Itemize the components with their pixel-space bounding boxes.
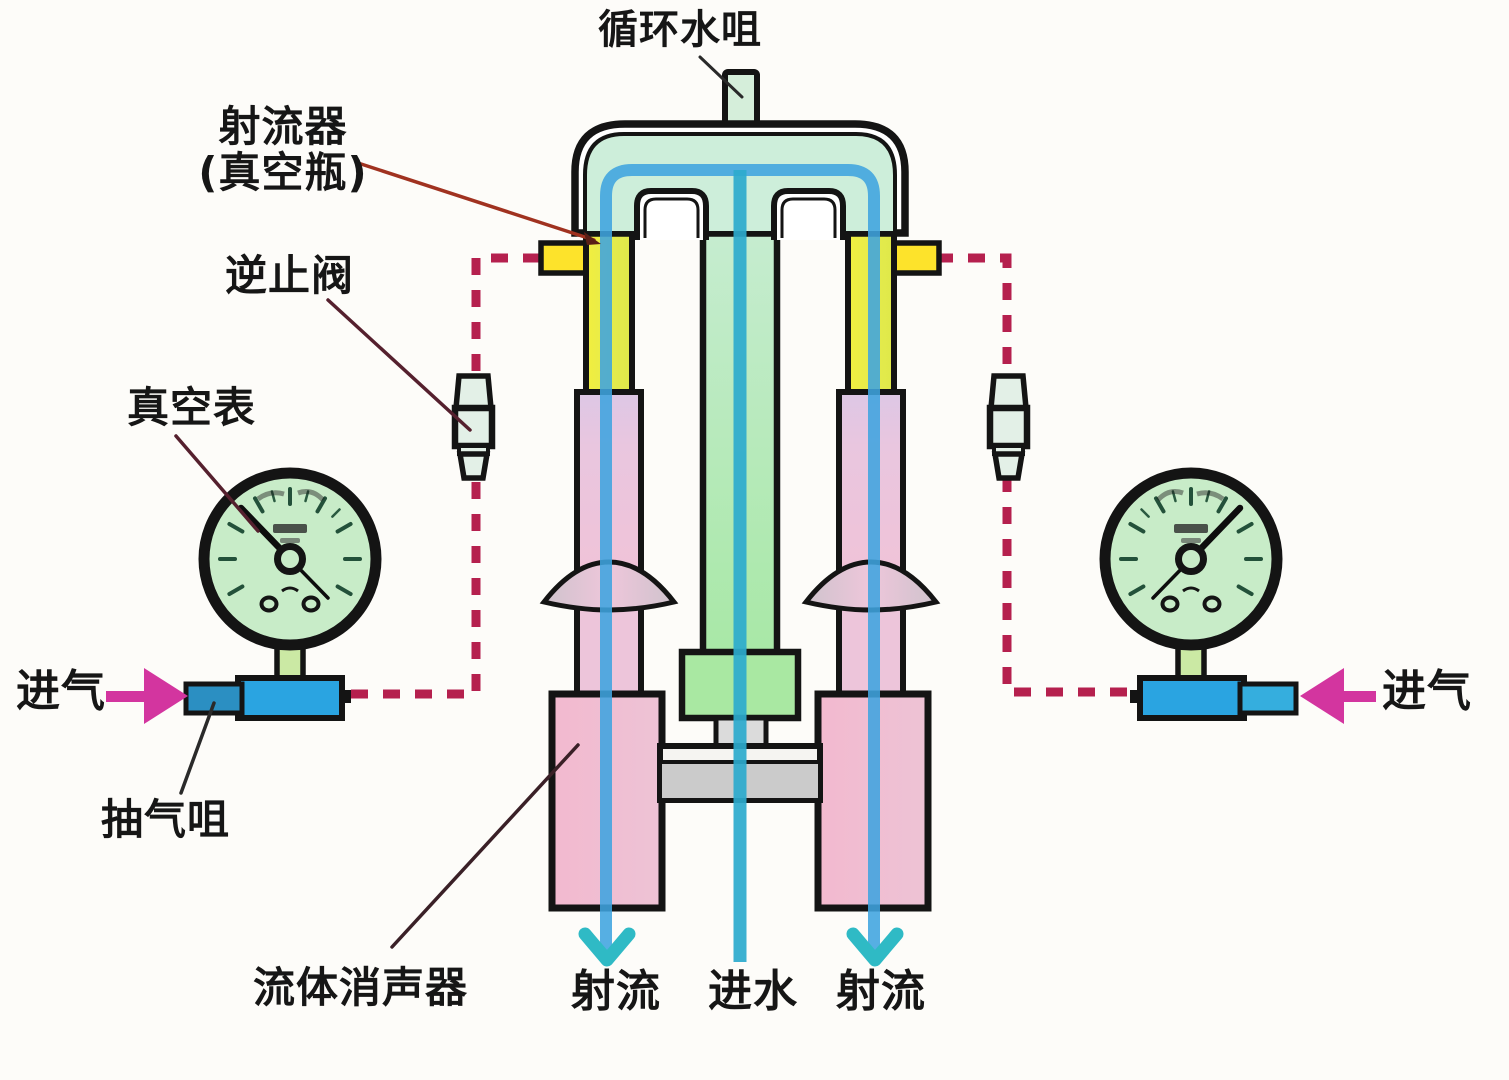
label-ejector-line2: (真空瓶) bbox=[198, 148, 368, 198]
suction-tab-right bbox=[888, 240, 942, 276]
label-air-inlet-right: 进气 bbox=[1382, 666, 1472, 717]
label-extraction-nozzle: 抽气咀 bbox=[101, 795, 231, 844]
label-jet-right: 射流 bbox=[836, 966, 926, 1017]
label-circulating-water-nozzle: 循环水咀 bbox=[598, 7, 762, 53]
label-water-inlet: 进水 bbox=[708, 966, 798, 1017]
check-valve-right-icon bbox=[986, 373, 1031, 481]
label-ejector: 射流器 (真空瓶) bbox=[198, 102, 368, 198]
vacuum-gauge-left bbox=[183, 473, 376, 721]
air-inlet-arrow-left bbox=[106, 668, 188, 724]
suction-tab-left bbox=[538, 240, 592, 276]
jet-arrow-right-icon bbox=[846, 927, 904, 967]
label-check-valve: 逆止阀 bbox=[225, 251, 355, 300]
header-notch-left bbox=[634, 188, 709, 240]
jet-arrow-left-icon bbox=[578, 927, 636, 967]
vacuum-hose-left bbox=[350, 253, 540, 699]
label-fluid-muffler: 流体消声器 bbox=[253, 963, 469, 1012]
vacuum-gauge-right bbox=[1105, 473, 1299, 721]
header-notch-right bbox=[771, 188, 846, 240]
label-jet-left: 射流 bbox=[571, 966, 661, 1017]
label-air-inlet-left: 进气 bbox=[16, 666, 106, 717]
label-ejector-line1: 射流器 bbox=[218, 102, 348, 151]
vacuum-hose-right bbox=[936, 253, 1140, 697]
label-vacuum-gauge: 真空表 bbox=[127, 383, 257, 432]
air-inlet-arrow-right bbox=[1300, 668, 1376, 724]
check-valve-left-icon bbox=[451, 373, 496, 481]
pointer-lines bbox=[174, 55, 744, 949]
